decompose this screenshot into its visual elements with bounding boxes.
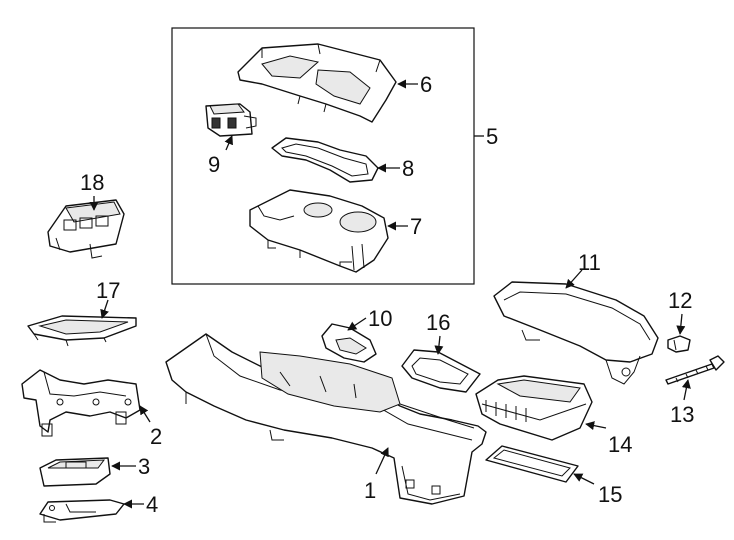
- part-2-bracket: [21, 369, 141, 437]
- part-7-cup-holder: [249, 189, 389, 273]
- part-3-module: [39, 457, 111, 487]
- part-13-bolt: [665, 355, 725, 385]
- part-12-clip: [667, 335, 691, 353]
- part-8-mat: [271, 137, 379, 183]
- leader-14: [585, 421, 607, 431]
- callout-10: 10: [368, 306, 392, 331]
- callout-12: 12: [668, 288, 692, 313]
- callout-13: 13: [670, 402, 694, 427]
- callout-9: 9: [208, 152, 220, 177]
- callout-17: 17: [96, 278, 120, 303]
- callout-11: 11: [578, 250, 601, 275]
- part-6-trim-plate: [237, 43, 397, 123]
- callout-1: 1: [364, 478, 376, 503]
- cup-holder-assembly-group: 5 6 9 8: [171, 27, 498, 285]
- callout-15: 15: [598, 482, 622, 507]
- callout-4: 4: [146, 492, 158, 517]
- leader-12: [676, 313, 686, 335]
- callout-2: 2: [150, 424, 162, 449]
- leader-13: [681, 379, 691, 401]
- part-18-switch-module: [47, 199, 125, 259]
- leader-1: [375, 447, 389, 475]
- part-16-liner: [401, 349, 481, 393]
- part-4-plate: [39, 499, 125, 523]
- leader-2: [139, 405, 151, 423]
- callout-18: 18: [80, 170, 104, 195]
- callout-16: 16: [426, 310, 450, 335]
- part-11-armrest: [493, 281, 659, 385]
- part-15-mat: [485, 445, 579, 483]
- part-10-latch: [321, 323, 377, 363]
- callout-5: 5: [486, 124, 498, 149]
- leader-11: [565, 269, 583, 289]
- part-1-console-body: [165, 333, 487, 505]
- leader-9: [224, 135, 233, 151]
- callout-8: 8: [402, 156, 414, 181]
- leader-17: [100, 299, 109, 319]
- leader-15: [573, 473, 595, 485]
- part-9-switch: [205, 103, 257, 137]
- assembly-box: [171, 27, 475, 285]
- leader-16: [434, 335, 444, 355]
- leader-10: [347, 317, 367, 331]
- part-14-storage-bin: [475, 375, 593, 441]
- part-17-tray: [27, 315, 137, 347]
- callout-7: 7: [410, 214, 422, 239]
- callout-6: 6: [420, 72, 432, 97]
- callout-3: 3: [138, 454, 150, 479]
- callout-14: 14: [608, 432, 632, 457]
